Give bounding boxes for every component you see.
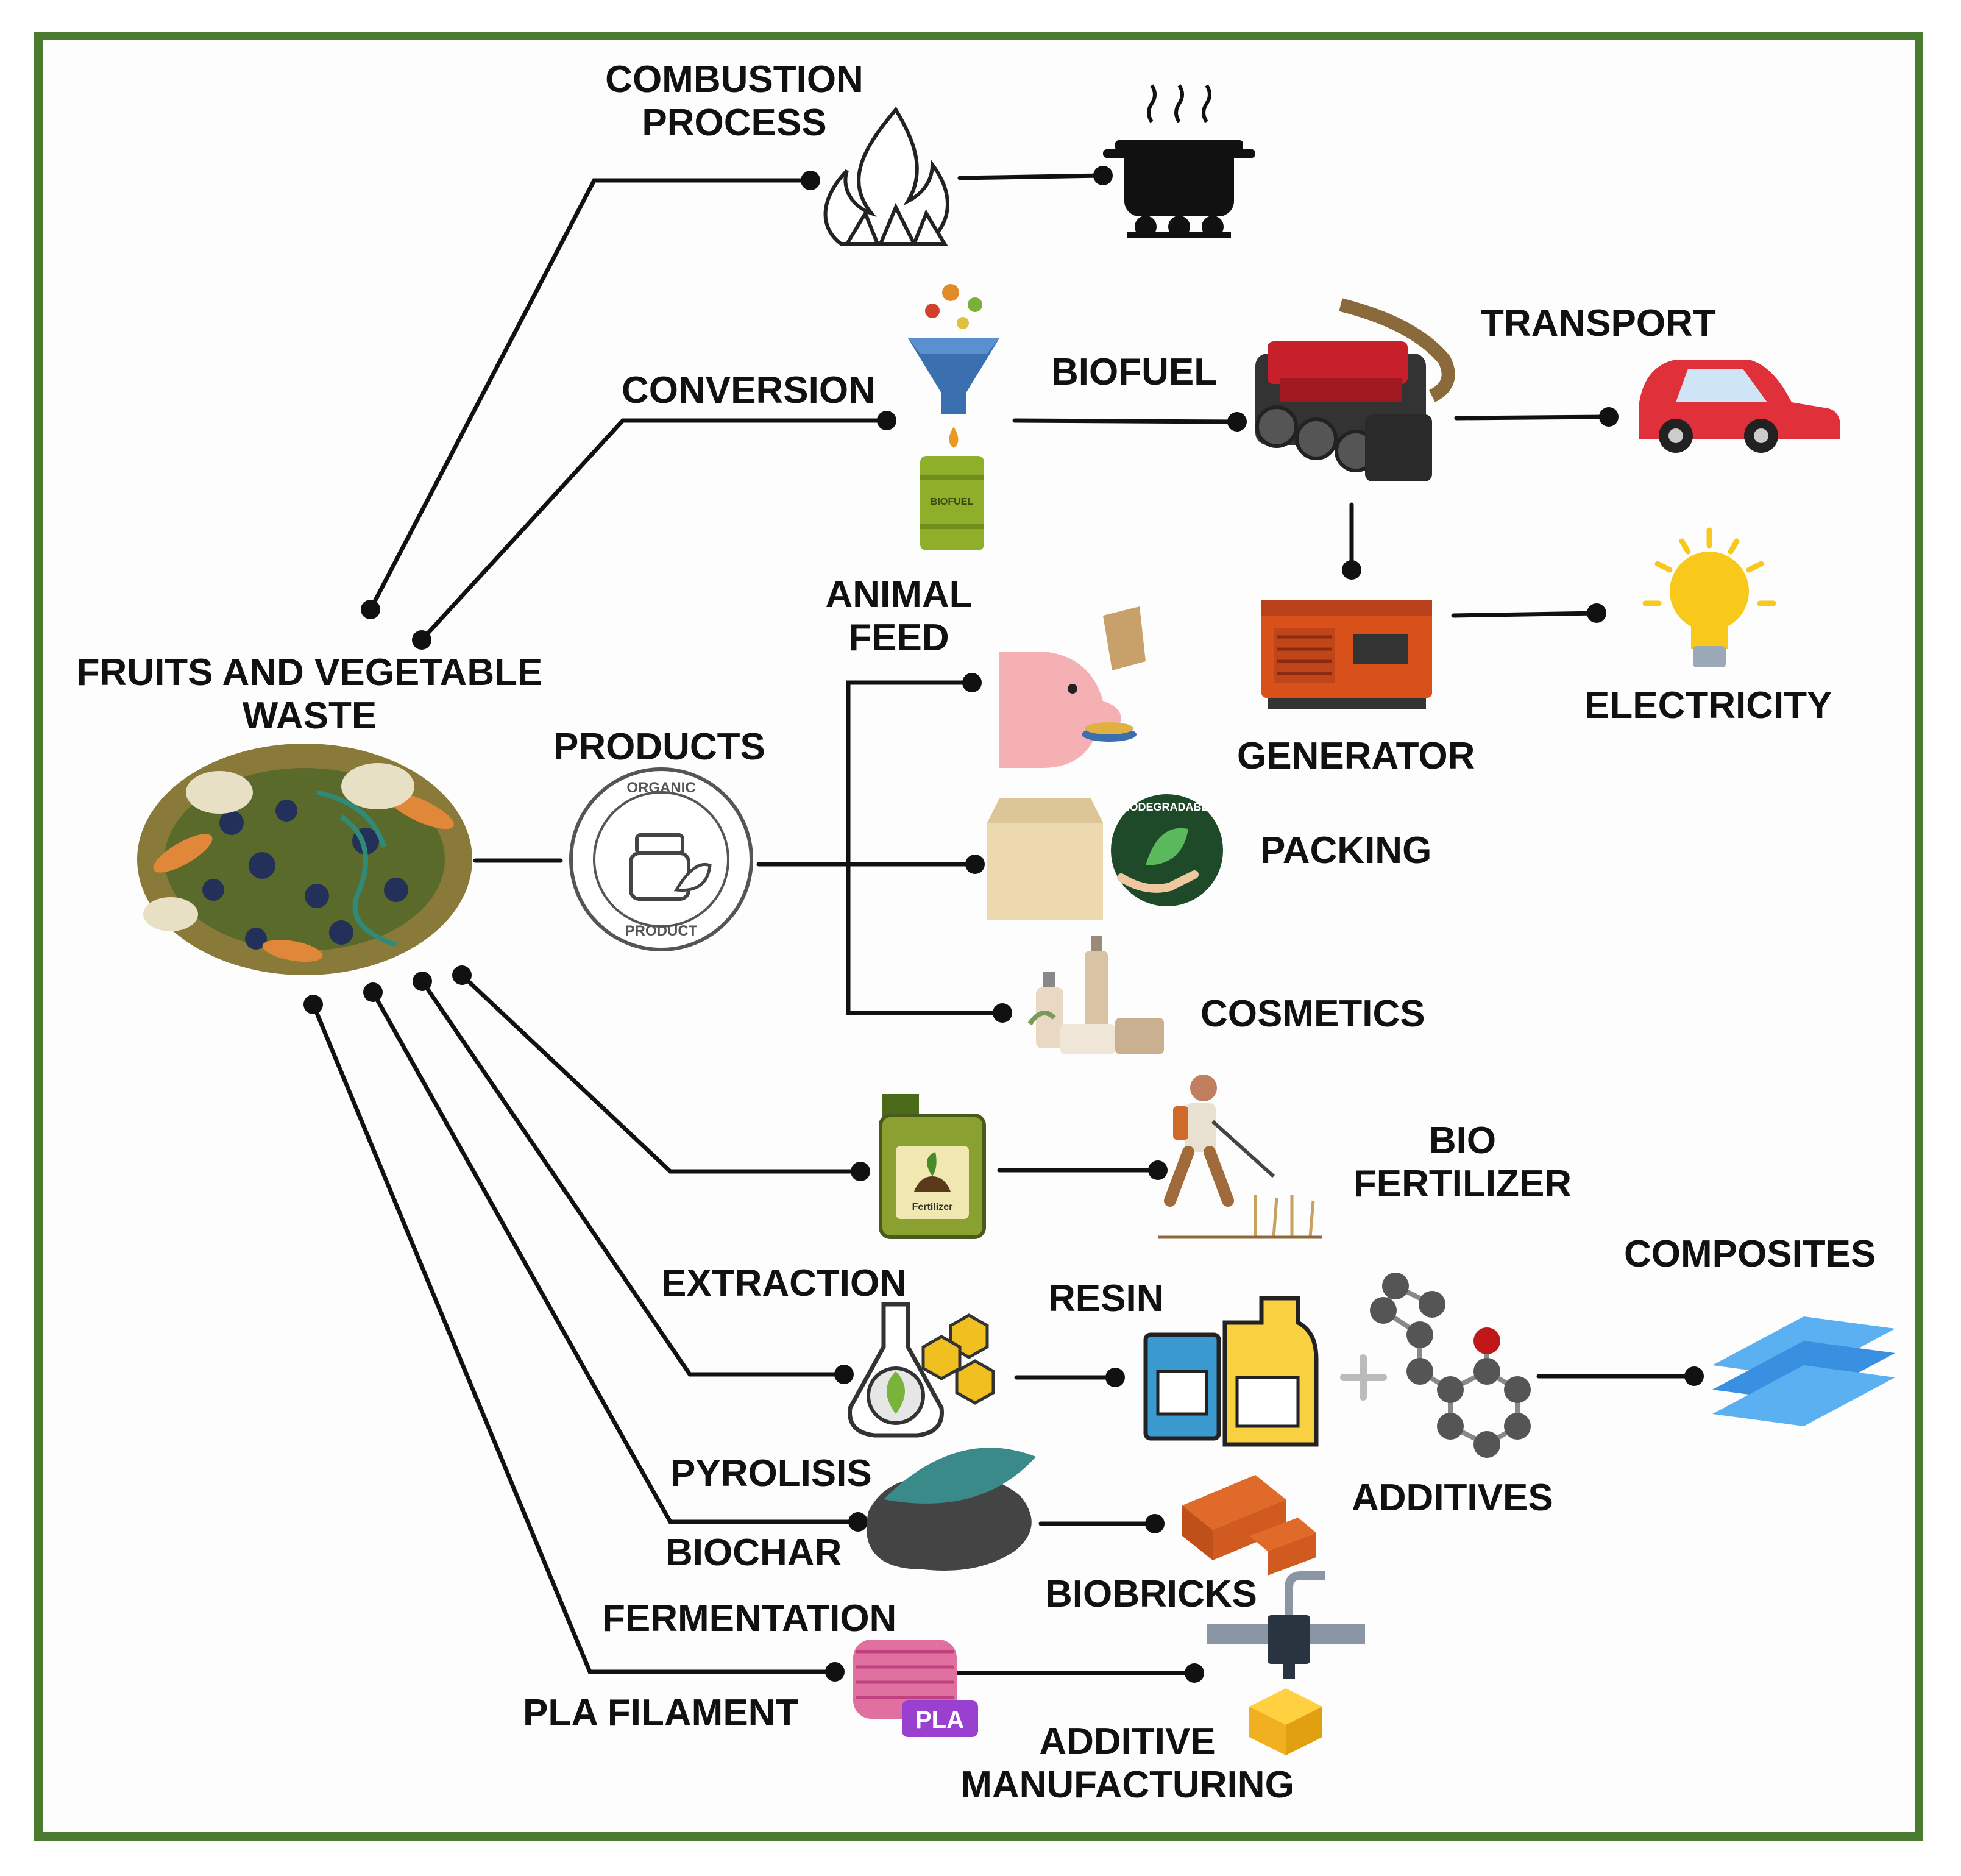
line-combustion-cooking	[957, 173, 1105, 180]
dot	[412, 630, 431, 650]
dot	[848, 1512, 868, 1532]
label-pyrolisis: PYROLISIS	[670, 1452, 872, 1494]
label-bio-fertilizer: BIO FERTILIZER	[1353, 1120, 1572, 1206]
dot	[1227, 412, 1247, 432]
car-icon	[1639, 360, 1840, 453]
label-fermentation: FERMENTATION	[602, 1597, 897, 1640]
additives-molecule-icon	[1370, 1273, 1531, 1458]
dot	[1587, 603, 1606, 623]
dot	[993, 1003, 1012, 1023]
dot	[1145, 1514, 1165, 1533]
dot	[413, 972, 432, 991]
label-source: FRUITS AND VEGETABLE WASTE	[76, 652, 543, 737]
label-biofuel: BIOFUEL	[1051, 351, 1218, 393]
dot	[1105, 1368, 1125, 1387]
organic-badge-top-text: ORGANIC	[626, 780, 695, 796]
light-bulb-icon	[1642, 527, 1776, 667]
engine-icon	[1255, 298, 1455, 481]
dot	[452, 965, 472, 985]
label-combustion: COMBUSTION PROCESS	[605, 59, 863, 144]
label-composites: COMPOSITES	[1624, 1233, 1876, 1275]
line-animal-feed	[846, 680, 1005, 1015]
pla-spool-icon: PLA	[853, 1640, 978, 1737]
line-conversion	[419, 418, 889, 642]
label-packing: PACKING	[1260, 830, 1432, 872]
label-transport: TRANSPORT	[1481, 302, 1716, 344]
cooking-pot-icon	[1103, 84, 1255, 238]
label-generator: GENERATOR	[1237, 735, 1475, 777]
dot	[1599, 407, 1619, 427]
dot	[851, 1162, 870, 1181]
biobricks-icon	[1182, 1475, 1316, 1576]
farmer-spraying-icon	[1158, 1075, 1322, 1239]
label-cosmetics: COSMETICS	[1200, 993, 1425, 1035]
dot	[962, 673, 982, 692]
fertilizer-can-icon: Fertilizer	[879, 1094, 986, 1239]
organic-product-badge-icon: ORGANIC PRODUCT	[569, 767, 753, 951]
dot	[1684, 1366, 1704, 1386]
label-conversion: CONVERSION	[622, 369, 876, 411]
line-electricity	[1451, 611, 1599, 618]
label-pla-filament: PLA FILAMENT	[523, 1692, 799, 1734]
dot	[1342, 560, 1361, 580]
line-biofuel	[1012, 418, 1239, 424]
label-biochar: BIOCHAR	[665, 1532, 842, 1574]
dot	[1093, 166, 1113, 185]
cosmetics-icon	[1027, 936, 1164, 1054]
biofuel-drum-icon: BIOFUEL	[920, 456, 984, 550]
funnel-icon	[908, 284, 999, 448]
label-animal-feed: ANIMAL FEED	[825, 574, 973, 659]
connector-lines	[311, 173, 1697, 1675]
label-products: PRODUCTS	[553, 726, 765, 768]
fertilizer-can-label: Fertilizer	[912, 1202, 953, 1212]
label-electricity: ELECTRICITY	[1584, 684, 1832, 727]
line-extraction	[420, 979, 846, 1377]
paper-bag-icon	[987, 798, 1103, 920]
dot	[1148, 1160, 1168, 1180]
line-transport	[1454, 414, 1611, 421]
biochar-icon	[866, 1448, 1036, 1571]
biodegradable-text: BIODEGRADABLE	[1118, 801, 1215, 813]
connector-dots	[303, 166, 1704, 1683]
pla-badge-text: PLA	[915, 1707, 964, 1733]
label-extraction: EXTRACTION	[661, 1262, 907, 1304]
dot	[361, 600, 380, 619]
dot	[1185, 1663, 1204, 1683]
extraction-flask-icon	[848, 1302, 995, 1438]
biofuel-drum-label: BIOFUEL	[931, 497, 973, 507]
line-fermentation	[311, 1002, 837, 1674]
fire-icon	[823, 106, 949, 246]
line-combustion	[368, 178, 813, 612]
dot	[825, 1662, 845, 1682]
dot	[877, 411, 896, 430]
line-pyrolisis	[371, 990, 860, 1524]
dot	[965, 855, 985, 874]
plus-icon	[1340, 1354, 1387, 1401]
dot	[303, 995, 323, 1014]
biodegradable-icon: BIODEGRADABLE	[1111, 794, 1223, 906]
label-additive-manufacturing: ADDITIVE MANUFACTURING	[960, 1721, 1294, 1807]
dot	[834, 1365, 854, 1384]
waste-pile-icon	[137, 744, 472, 975]
label-biobricks: BIOBRICKS	[1045, 1573, 1257, 1615]
3d-printer-icon	[1207, 1571, 1365, 1755]
line-fertilizer	[459, 973, 863, 1174]
resin-containers-icon	[1143, 1296, 1319, 1447]
label-additives: ADDITIVES	[1352, 1477, 1553, 1519]
organic-badge-bottom-text: PRODUCT	[625, 923, 698, 939]
pig-feed-icon	[999, 606, 1146, 768]
dot	[801, 171, 820, 190]
label-resin: RESIN	[1048, 1277, 1164, 1320]
generator-icon	[1261, 600, 1432, 709]
composites-layers-icon	[1712, 1316, 1895, 1426]
dot	[363, 982, 383, 1002]
